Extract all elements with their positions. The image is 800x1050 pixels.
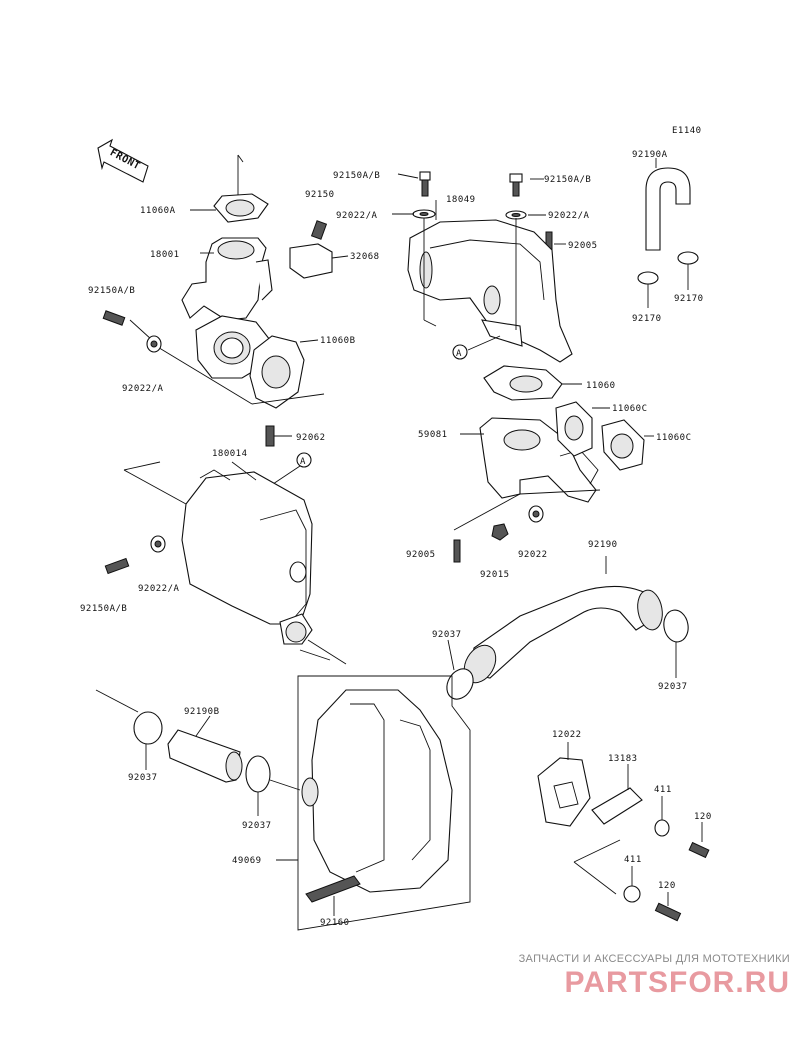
label-411-b: 411 — [624, 855, 642, 865]
part-32068-bracket — [289, 243, 349, 279]
part-92160-strip — [305, 875, 361, 916]
label-92150ab-mid: 92150A/B — [80, 604, 127, 614]
label-32068: 32068 — [350, 252, 380, 262]
label-92150ab-top2: 92150A/B — [544, 175, 591, 185]
ref-marker-a-mid: A — [269, 452, 312, 487]
label-92015: 92015 — [480, 570, 510, 580]
label-92037-c: 92037 — [128, 773, 158, 783]
leader-lines-upper-left — [129, 209, 325, 405]
label-120-b: 120 — [658, 881, 676, 891]
watermark: ЗАПЧАСТИ И АКСЕССУАРЫ ДЛЯ МОТОТЕХНИКИ PA… — [519, 953, 790, 999]
label-92037-d: 92037 — [242, 821, 272, 831]
label-92005-mid: 92005 — [406, 550, 436, 560]
watermark-tagline: ЗАПЧАСТИ И АКСЕССУАРЫ ДЛЯ МОТОТЕХНИКИ — [519, 953, 790, 965]
part-120-bolt-a — [688, 822, 710, 859]
part-92015-nut — [491, 523, 509, 541]
label-59081: 59081 — [418, 430, 448, 440]
label-92170-a: 92170 — [674, 294, 704, 304]
label-92170-b: 92170 — [632, 314, 662, 324]
svg-text:A: A — [300, 457, 306, 467]
leader-lines-middle-left — [123, 461, 347, 665]
label-92190: 92190 — [588, 540, 618, 550]
part-labels: 92190A 92150A/B 92150A/B 18049 92022/A 9… — [80, 150, 712, 928]
label-13183: 13183 — [608, 754, 638, 764]
part-180014-water-box — [181, 469, 313, 645]
label-92190a: 92190A — [632, 150, 668, 160]
label-180014: 180014 — [212, 449, 248, 459]
part-12022-plate — [537, 742, 591, 827]
label-11060a: 11060A — [140, 206, 176, 216]
label-92150: 92150 — [305, 190, 335, 200]
label-92037-a: 92037 — [432, 630, 462, 640]
label-11060c-a: 11060C — [612, 404, 648, 414]
svg-text:A: A — [456, 349, 462, 359]
part-13183-pad — [591, 764, 643, 825]
part-411-washer-b — [623, 866, 641, 903]
label-92022a-mid: 92022/A — [138, 584, 180, 594]
part-18049-expansion-chamber — [407, 219, 573, 363]
part-92022a-washer-top2 — [505, 210, 527, 220]
diagram-code: E1140 — [672, 126, 702, 136]
part-92062-fitting — [265, 425, 292, 447]
label-92150ab-top1: 92150A/B — [333, 171, 380, 181]
label-12022: 12022 — [552, 730, 582, 740]
label-92005-top: 92005 — [568, 241, 598, 251]
label-120-a: 120 — [694, 812, 712, 822]
part-92037-clamp-d — [245, 755, 301, 816]
part-92022a-washer-mid — [150, 535, 166, 553]
part-411-washer-a — [654, 796, 670, 837]
part-11060-gasket — [483, 365, 582, 401]
part-92037-clamp-c — [95, 689, 163, 770]
label-92160: 92160 — [320, 918, 350, 928]
part-49069-muffler — [276, 675, 471, 931]
part-92190a-hose — [645, 167, 691, 251]
label-92037-b: 92037 — [658, 682, 688, 692]
part-11060c-gasket-b — [601, 419, 654, 471]
part-92037-clamp-b — [663, 609, 689, 678]
label-92062: 92062 — [296, 433, 326, 443]
part-92150ab-bolt-left — [102, 310, 126, 326]
label-92022: 92022 — [518, 550, 548, 560]
part-92170-clamp-a — [677, 251, 699, 265]
label-11060: 11060 — [586, 381, 616, 391]
leader-lines-hose — [647, 158, 689, 308]
part-11060b-gasket — [249, 335, 319, 409]
leader-lines-lower-right — [573, 839, 621, 895]
part-92150-bolt — [310, 220, 328, 240]
label-49069: 49069 — [232, 856, 262, 866]
part-92150ab-bolt-top2 — [509, 173, 523, 197]
part-92022a-washer-left — [146, 335, 162, 353]
label-18049: 18049 — [446, 195, 476, 205]
part-92170-clamp-b — [637, 271, 659, 285]
label-92022a-left: 92022/A — [122, 384, 164, 394]
label-411-a: 411 — [654, 785, 672, 795]
label-18001: 18001 — [150, 250, 180, 260]
part-59081-manifold — [460, 417, 599, 503]
part-92150ab-bolt-mid — [104, 557, 130, 575]
label-92022a-top1: 92022/A — [336, 211, 378, 221]
part-11060a-gasket — [213, 154, 269, 223]
label-92022a-top2: 92022/A — [548, 211, 590, 221]
part-92022a-washer-top1 — [412, 209, 436, 219]
part-11060c-gasket-a — [555, 401, 610, 457]
label-11060b: 11060B — [320, 336, 356, 346]
leader-lines-middle-right — [453, 489, 601, 531]
part-92022-washer — [528, 505, 544, 523]
watermark-logo: PARTSFOR.RU — [565, 966, 790, 999]
part-120-bolt-b — [654, 892, 682, 922]
part-92005-nipple-mid — [453, 539, 461, 563]
label-11060c-b: 11060C — [656, 433, 692, 443]
front-arrow-icon: FRONT — [97, 138, 149, 183]
ref-marker-a-top: A — [452, 344, 468, 360]
part-92190-hose — [463, 556, 663, 684]
leader-lines-upper-right — [392, 173, 566, 351]
label-92150ab-left: 92150A/B — [88, 286, 135, 296]
part-92190b-hose — [167, 715, 243, 783]
part-92150ab-bolt-top1 — [419, 171, 431, 197]
label-92190b: 92190B — [184, 707, 220, 717]
